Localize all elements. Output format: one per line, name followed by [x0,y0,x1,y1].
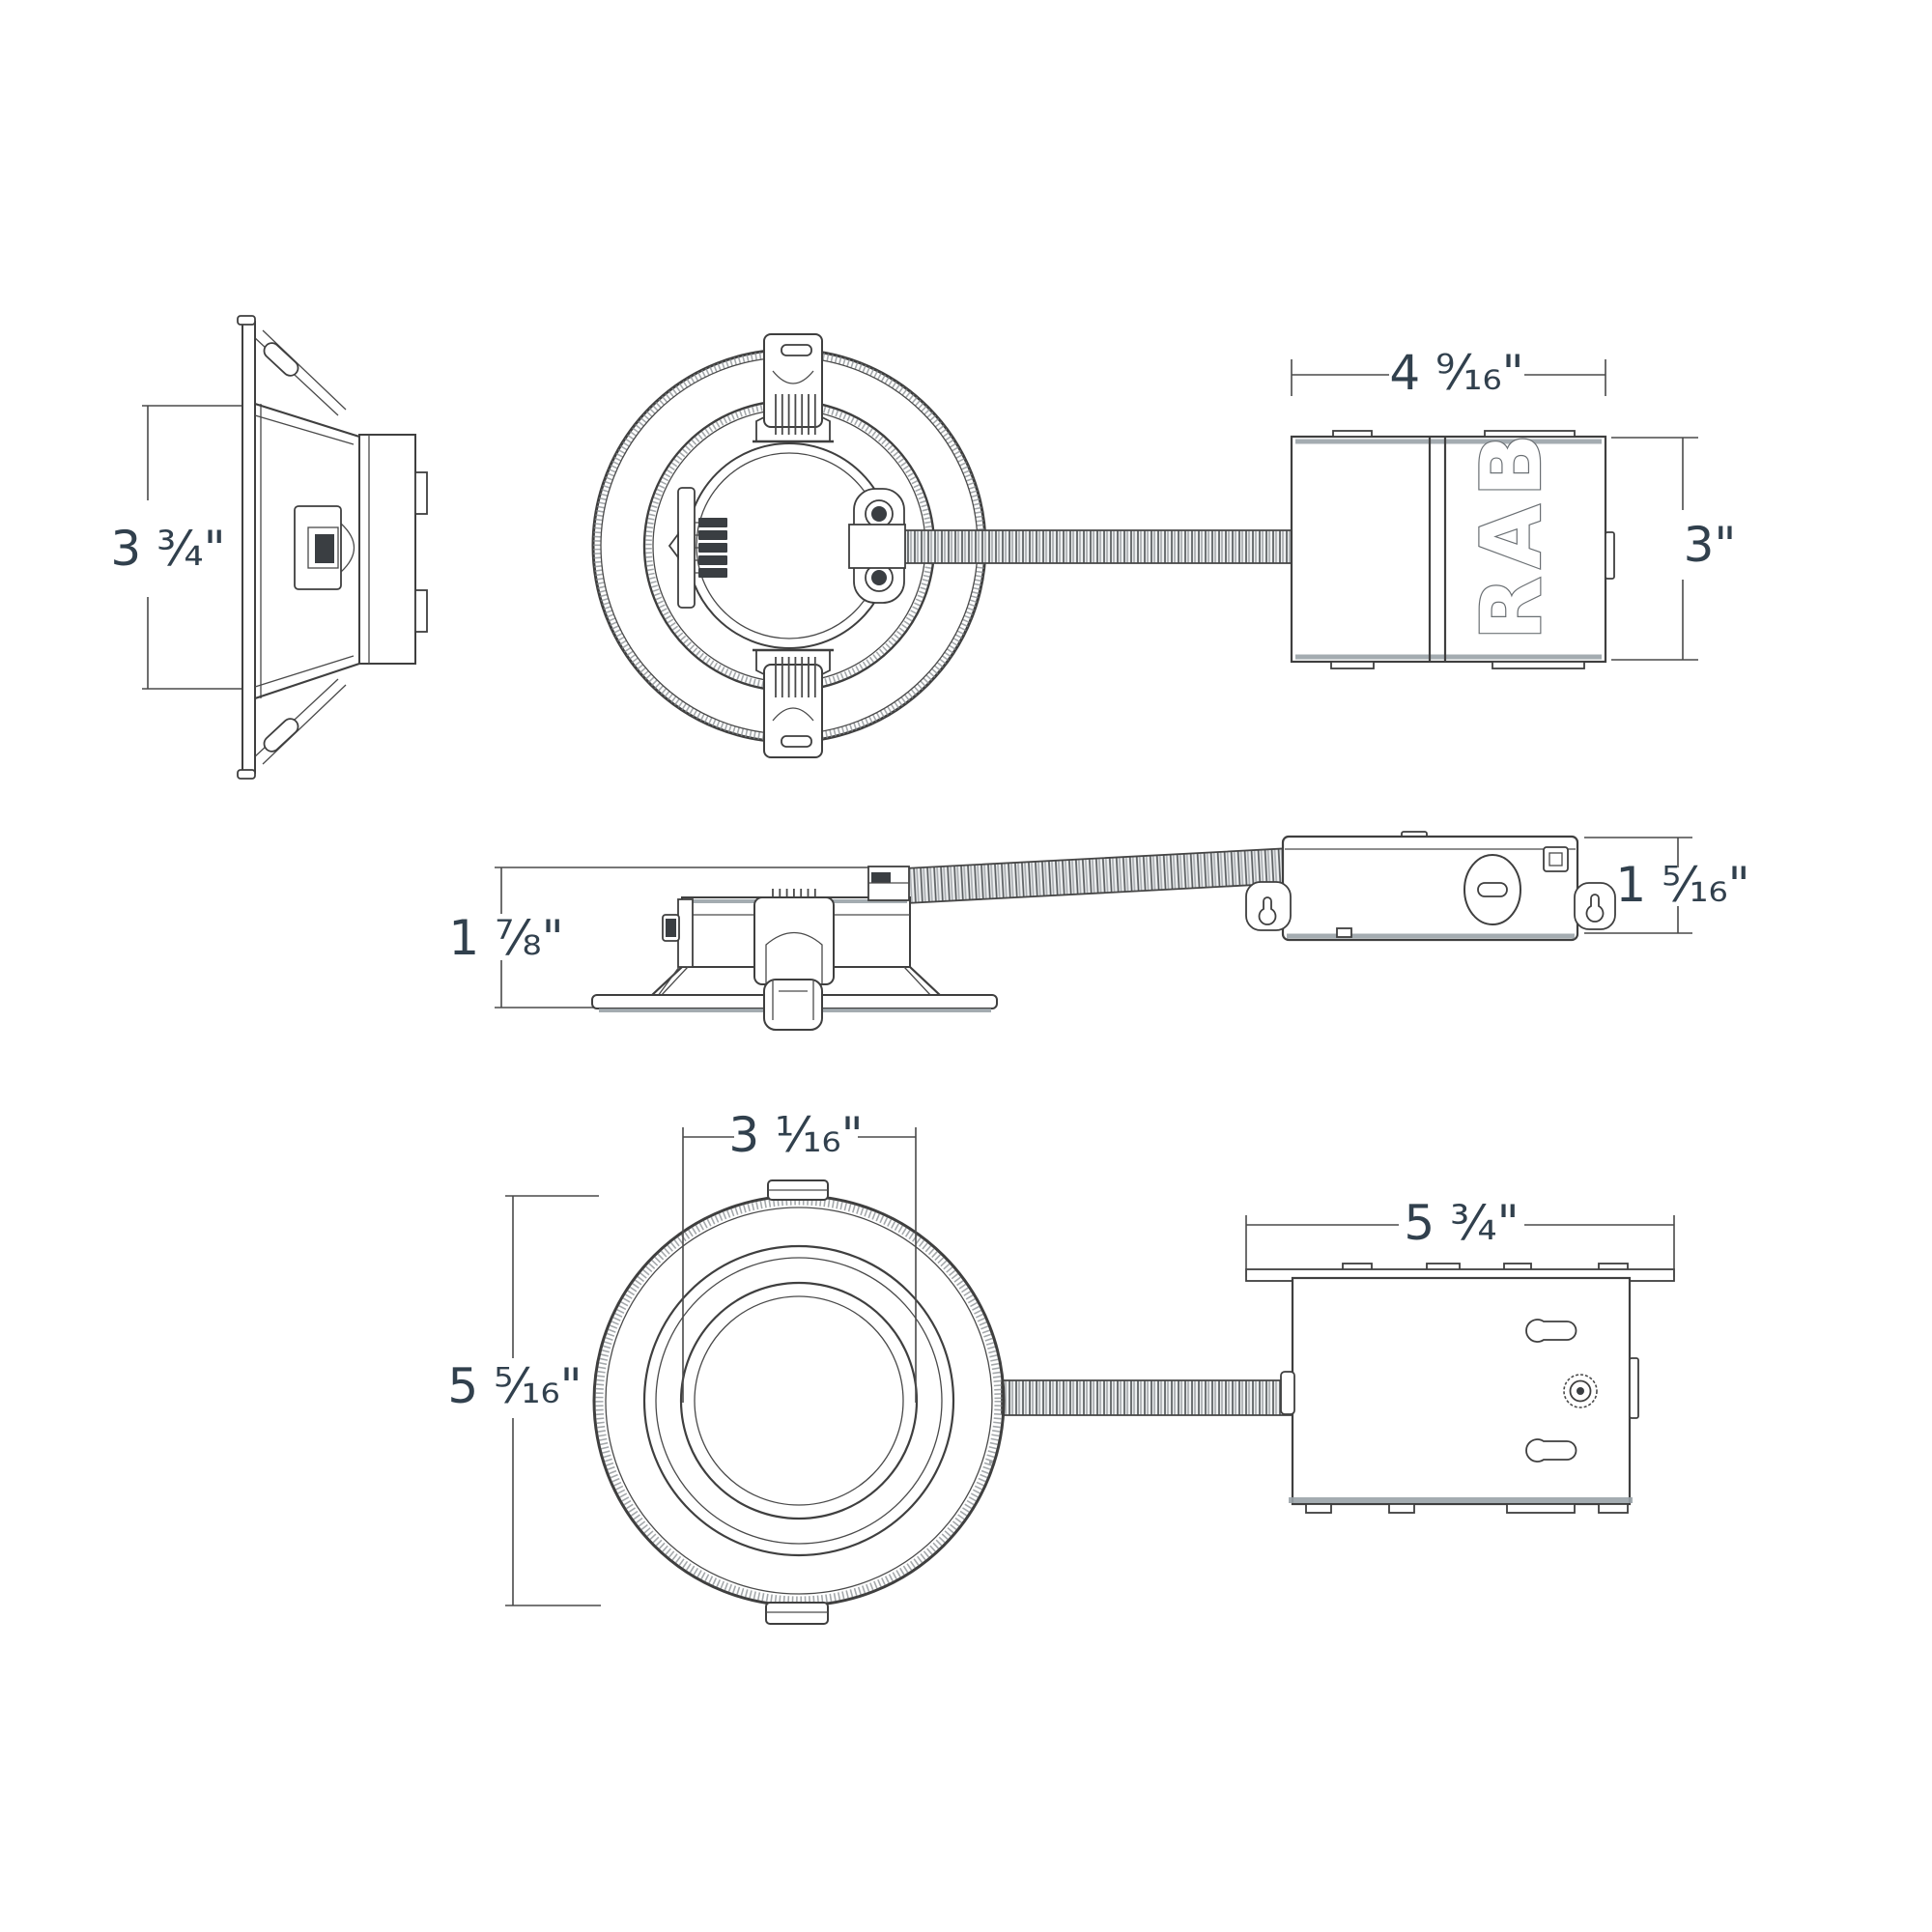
keyhole-slot [1525,1438,1577,1463]
keyhole-slot [1585,894,1605,923]
housing-can [358,434,416,665]
junction-box-body [1290,435,1607,664]
cct-selector-switch [668,487,727,609]
trim-side-view: 3 ¾" [110,315,428,780]
housing-back-view [591,332,1293,759]
remodel-junction-box: RAB 4 ⁹⁄₁₆" 3" [1290,345,1737,669]
trim-front-view: 3 ¹⁄₁₆" 5 ⁵⁄₁₆" [447,1107,1295,1625]
flex-conduit [1001,1379,1295,1416]
spring-arm-bottom [263,718,299,753]
dim-label-trim-height: 3 ¾" [110,521,225,577]
dimension-aperture: 3 ¹⁄₁₆" [682,1107,917,1403]
trim-flange [242,321,256,774]
keyhole-slot [1525,1319,1577,1343]
knockout [1563,1374,1598,1408]
dimension-outer-diameter: 5 ⁵⁄₁₆" [447,1195,601,1606]
dim-label-housing-width: 4 ⁹⁄₁₆" [1389,345,1523,401]
dim-label-driver-height: 1 ⁵⁄₁₆" [1615,857,1749,913]
dimension-recess-depth: 1 ⅞" [448,867,871,1009]
dim-label-recess-depth: 1 ⅞" [448,910,563,966]
dim-label-aperture: 3 ¹⁄₁₆" [728,1107,863,1163]
dimension-housing-height: 3" [1611,437,1737,661]
keyhole-slot [1258,896,1277,925]
dim-label-housing-height: 3" [1684,517,1737,573]
dim-label-outer-diameter: 5 ⁵⁄₁₆" [447,1358,582,1414]
spring-clip [753,896,835,1031]
driver-side-view: 1 ⁵⁄₁₆" [1245,831,1750,942]
driver-body [1281,835,1579,942]
dimension-trim-height: 3 ¾" [110,405,255,690]
conduit-clamp [1280,1371,1295,1415]
spring-arm-top [263,342,299,377]
dimension-housing-width: 4 ⁹⁄₁₆" [1291,345,1606,401]
flex-conduit [903,529,1293,564]
flex-conduit [901,847,1289,904]
dimension-driver-height: 1 ⁵⁄₁₆" [1584,837,1750,934]
dim-label-jbox-width: 5 ¾" [1404,1195,1519,1251]
trim-tab-bottom [765,1602,829,1625]
junction-box-plan-view: 5 ¾" [1245,1195,1675,1514]
rab-logo: RAB [1463,426,1560,640]
fixture-side-view: 1 ⅞" [448,847,1289,1031]
dimension-jbox-width: 5 ¾" [1245,1195,1675,1277]
